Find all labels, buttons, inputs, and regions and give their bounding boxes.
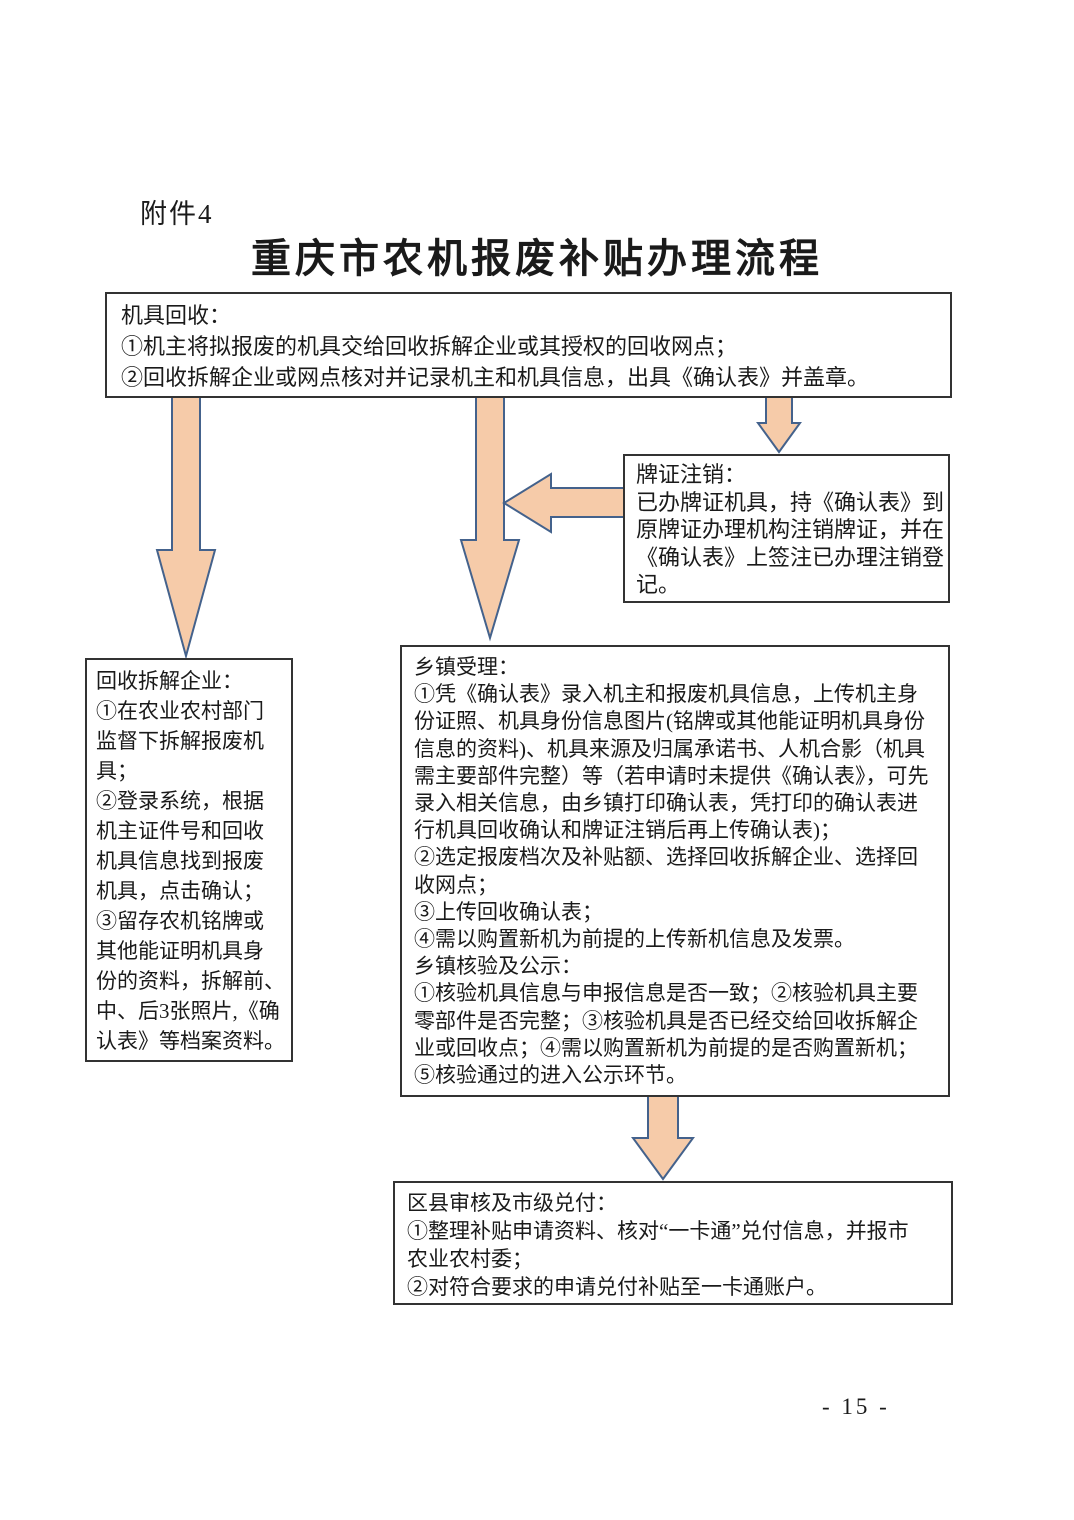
box-dismantle-company: 回收拆解企业： ①在农业农村部门监督下拆解报废机具； ②登录系统，根据机主证件号和回… (85, 658, 293, 1062)
text-line: 牌证注销： (636, 462, 747, 487)
attachment-label: 附件4 (140, 199, 214, 229)
text-line: 乡镇受理： (414, 655, 519, 679)
page-number: - 15 - (822, 1394, 890, 1419)
text-line: ②选定报废档次及补贴额、选择回收拆解企业、选择回 (414, 845, 918, 870)
text-line: 收网点； (414, 872, 498, 897)
left-arrow-icon (502, 472, 627, 534)
text-line: ③留存农机铭牌或 (96, 909, 264, 933)
text-line: 原牌证办理机构注销牌证，并在 (636, 517, 945, 542)
text-line: 记。 (636, 572, 681, 597)
text-line: ⑤核验通过的进入公示环节。 (414, 1063, 687, 1088)
box-license-cancellation: 牌证注销：已办牌证机具，持《确认表》到原牌证办理机构注销牌证，并在《确认表》上签… (623, 454, 950, 603)
down-arrow-icon (756, 395, 802, 454)
text-line: 乡镇核验及公示： (414, 954, 582, 979)
text-line: ①核验机具信息与申报信息是否一致；②核验机具主要 (414, 981, 918, 1006)
text-line: ①整理补贴申请资料、核对“一卡通”兑付信息，并报市 (407, 1219, 909, 1243)
text-line: 份的资料，拆解前、 (96, 969, 285, 993)
text-line: 其他能证明机具身 (96, 939, 264, 963)
text-line: 《确认表》上签注已办理注销登 (636, 544, 945, 570)
text-line: 录入相关信息，由乡镇打印确认表，凭打印的确认表进 (414, 791, 918, 816)
text-line: ④需以购置新机为前提的上传新机信息及发票。 (414, 927, 855, 952)
text-line: 业或回收点；④需以购置新机为前提的是否购置新机； (414, 1035, 918, 1060)
text-line: 回收拆解企业： (96, 669, 243, 693)
text-line: ①机主将拟报废的机具交给回收拆解企业或其授权的回收网点； (121, 334, 738, 359)
text-line: ②对符合要求的申请兑付补贴至一卡通账户。 (407, 1275, 827, 1299)
text-line: 机具回收： (121, 303, 232, 328)
text-line: ③上传回收确认表； (414, 899, 603, 924)
text-line: 信息的资料)、机具来源及归属承诺书、人机合影（机具 (414, 736, 925, 761)
text-line: 具； (96, 759, 138, 783)
text-line: ②回收拆解企业或网点核对并记录机主和机具信息，出具《确认表》并盖章。 (121, 365, 870, 390)
text-line: 认表》等档案资料。 (96, 1029, 285, 1053)
down-arrow-icon (631, 1094, 695, 1181)
text-line: 零部件是否完整；③核验机具是否已经交给回收拆解企 (414, 1008, 918, 1033)
text-line: 份证照、机具身份信息图片(铭牌或其他能证明机具身份 (414, 709, 925, 734)
box-township-acceptance: 乡镇受理： ①凭《确认表》录入机主和报废机具信息，上传机主身份证照、机具身份信息图… (400, 645, 950, 1097)
text-line: 行机具回收确认和牌证注销后再上传确认表)； (414, 818, 841, 843)
text-line: 监督下拆解报废机 (96, 729, 264, 753)
text-line: 中、后3张照片,《确 (96, 999, 280, 1023)
text-line: 机主证件号和回收 (96, 819, 264, 843)
down-arrow-icon (155, 395, 217, 660)
text-line: 机具，点击确认； (96, 879, 264, 903)
down-arrow-icon (459, 395, 521, 642)
text-line: 已办牌证机具，持《确认表》到 (636, 489, 945, 515)
box-county-review-payment: 区县审核及市级兑付： ①整理补贴申请资料、核对“一卡通”兑付信息，并报市农业农村委… (393, 1181, 953, 1305)
text-line: ①在农业农村部门 (96, 699, 264, 723)
text-line: ①凭《确认表》录入机主和报废机具信息，上传机主身 (414, 682, 918, 707)
text-line: 机具信息找到报废 (96, 849, 264, 873)
page-title: 重庆市农机报废补贴办理流程 (251, 236, 823, 281)
text-line: 需主要部件完整）等（若申请时未提供《确认表》，可先 (414, 763, 929, 788)
box-machine-recycle: 机具回收： ①机主将拟报废的机具交给回收拆解企业或其授权的回收网点； ②回收拆解企业… (105, 292, 952, 398)
text-line: 区县审核及市级兑付： (407, 1191, 617, 1215)
text-line: 农业农村委； (407, 1247, 533, 1271)
text-line: ②登录系统，根据 (96, 789, 264, 813)
